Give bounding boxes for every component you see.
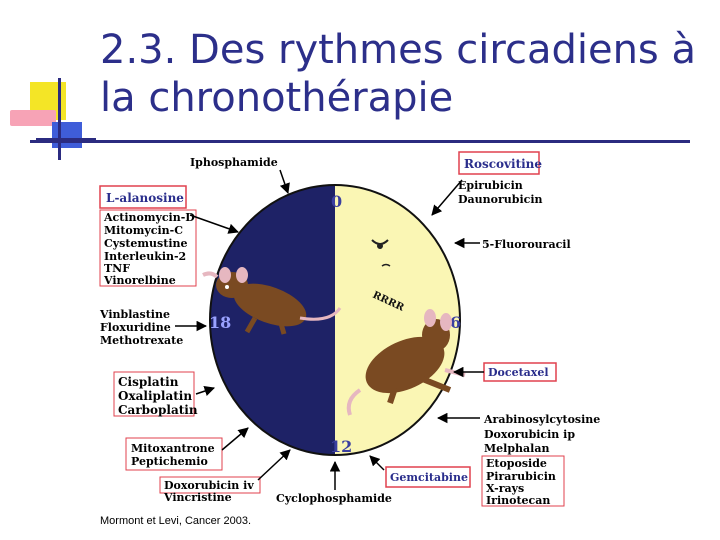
drug-peptichemio: Peptichemio xyxy=(131,455,208,468)
clock-outline xyxy=(209,184,461,456)
left-list-1: Actinomycin-D Mitomycin-C Cystemustine I… xyxy=(99,209,197,287)
day-half xyxy=(335,185,460,455)
arrow-left-3 xyxy=(195,386,215,396)
citation: Mormont et Levi, Cancer 2003. xyxy=(100,515,252,527)
left-list-2: Vinblastine Floxuridine Methotrexate xyxy=(99,308,183,347)
drug-arabinosylcytosine: Arabinosylcytosine xyxy=(483,413,600,426)
hour-label-0: 0 xyxy=(331,192,342,211)
corner-pink-bar xyxy=(10,110,56,126)
title-underline xyxy=(30,140,690,143)
sun-icon xyxy=(371,239,391,267)
slide-title-line1: 2.3. Des rythmes circadiens à xyxy=(100,27,696,73)
corner-blue-square xyxy=(52,122,82,148)
drug-interleukin-2: Interleukin-2 xyxy=(104,250,186,263)
drug-vincristine: Vincristine xyxy=(163,491,232,504)
drug-cisplatin: Cisplatin xyxy=(118,375,179,389)
hour-label-18: 18 xyxy=(209,313,231,332)
drug-vinblastine: Vinblastine xyxy=(99,308,170,321)
left-list-3: Cisplatin Oxaliplatin Carboplatin xyxy=(113,371,198,417)
drug-methotrexate: Methotrexate xyxy=(100,334,183,347)
drug-pirarubicin: Pirarubicin xyxy=(486,470,556,483)
drug-melphalan: Melphalan xyxy=(484,442,549,455)
drug-gemcitabine: Gemcitabine xyxy=(390,471,468,484)
arrow-left-4 xyxy=(221,427,249,451)
arrow-right-4 xyxy=(369,455,385,471)
drug-docetaxel: Docetaxel xyxy=(488,366,549,379)
drug-irinotecan: Irinotecan xyxy=(486,494,550,507)
arrow-left-1 xyxy=(189,214,239,234)
drug-mitomycin-c: Mitomycin-C xyxy=(104,224,183,237)
drug-doxorubicin-iv: Doxorubicin iv xyxy=(164,479,254,492)
box-gemcitabine xyxy=(385,466,471,488)
hour-label-12: 12 xyxy=(330,437,352,456)
drug-cyclophosphamide: Cyclophosphamide xyxy=(276,492,392,505)
drug-roscovitine: Roscovitine xyxy=(464,157,542,171)
arrow-right-1 xyxy=(431,179,463,216)
drug-daunorubicin: Daunorubicin xyxy=(458,193,543,206)
drug-5-fluorouracil: 5-Fluorouracil xyxy=(482,238,571,251)
drug-vinorelbine: Vinorelbine xyxy=(103,274,176,287)
box-l-alanosine xyxy=(99,185,187,209)
drug-x-rays: X-rays xyxy=(486,482,524,495)
right-list-2: Arabinosylcytosine Doxorubicin ip Melpha… xyxy=(481,413,600,507)
clock-dial xyxy=(209,184,461,456)
arrow-iphosphamide xyxy=(279,169,290,194)
hour-label-6: 6 xyxy=(450,313,461,332)
drug-doxorubicin-ip: Doxorubicin ip xyxy=(484,428,575,441)
corner-horizontal-line xyxy=(36,138,96,141)
drug-etoposide: Etoposide xyxy=(486,457,547,470)
drug-tnf: TNF xyxy=(104,262,130,275)
day-rat-icon xyxy=(346,309,466,416)
slide-title-line2: la chronothérapie xyxy=(100,75,454,121)
drug-carboplatin: Carboplatin xyxy=(118,403,198,417)
left-list-5: Doxorubicin iv Vincristine xyxy=(159,476,261,504)
drug-mitoxantrone: Mitoxantrone xyxy=(131,442,215,455)
slide-title: 2.3. Des rythmes circadiens à la chronot… xyxy=(100,26,700,122)
drug-actinomycin-d: Actinomycin-D xyxy=(103,211,195,224)
corner-vertical-line xyxy=(58,78,61,160)
drug-l-alanosine: L-alanosine xyxy=(106,191,184,205)
drug-oxaliplatin: Oxaliplatin xyxy=(118,389,192,403)
drug-epirubicin: Epirubicin xyxy=(458,179,523,192)
drug-floxuridine: Floxuridine xyxy=(100,321,171,334)
left-list-4: Mitoxantrone Peptichemio xyxy=(125,437,223,471)
drug-iphosphamide: Iphosphamide xyxy=(190,156,278,169)
drug-cystemustine: Cystemustine xyxy=(104,237,188,250)
arrow-left-5 xyxy=(257,449,291,481)
box-roscovitine xyxy=(458,151,540,175)
night-rat-icon xyxy=(202,267,342,335)
